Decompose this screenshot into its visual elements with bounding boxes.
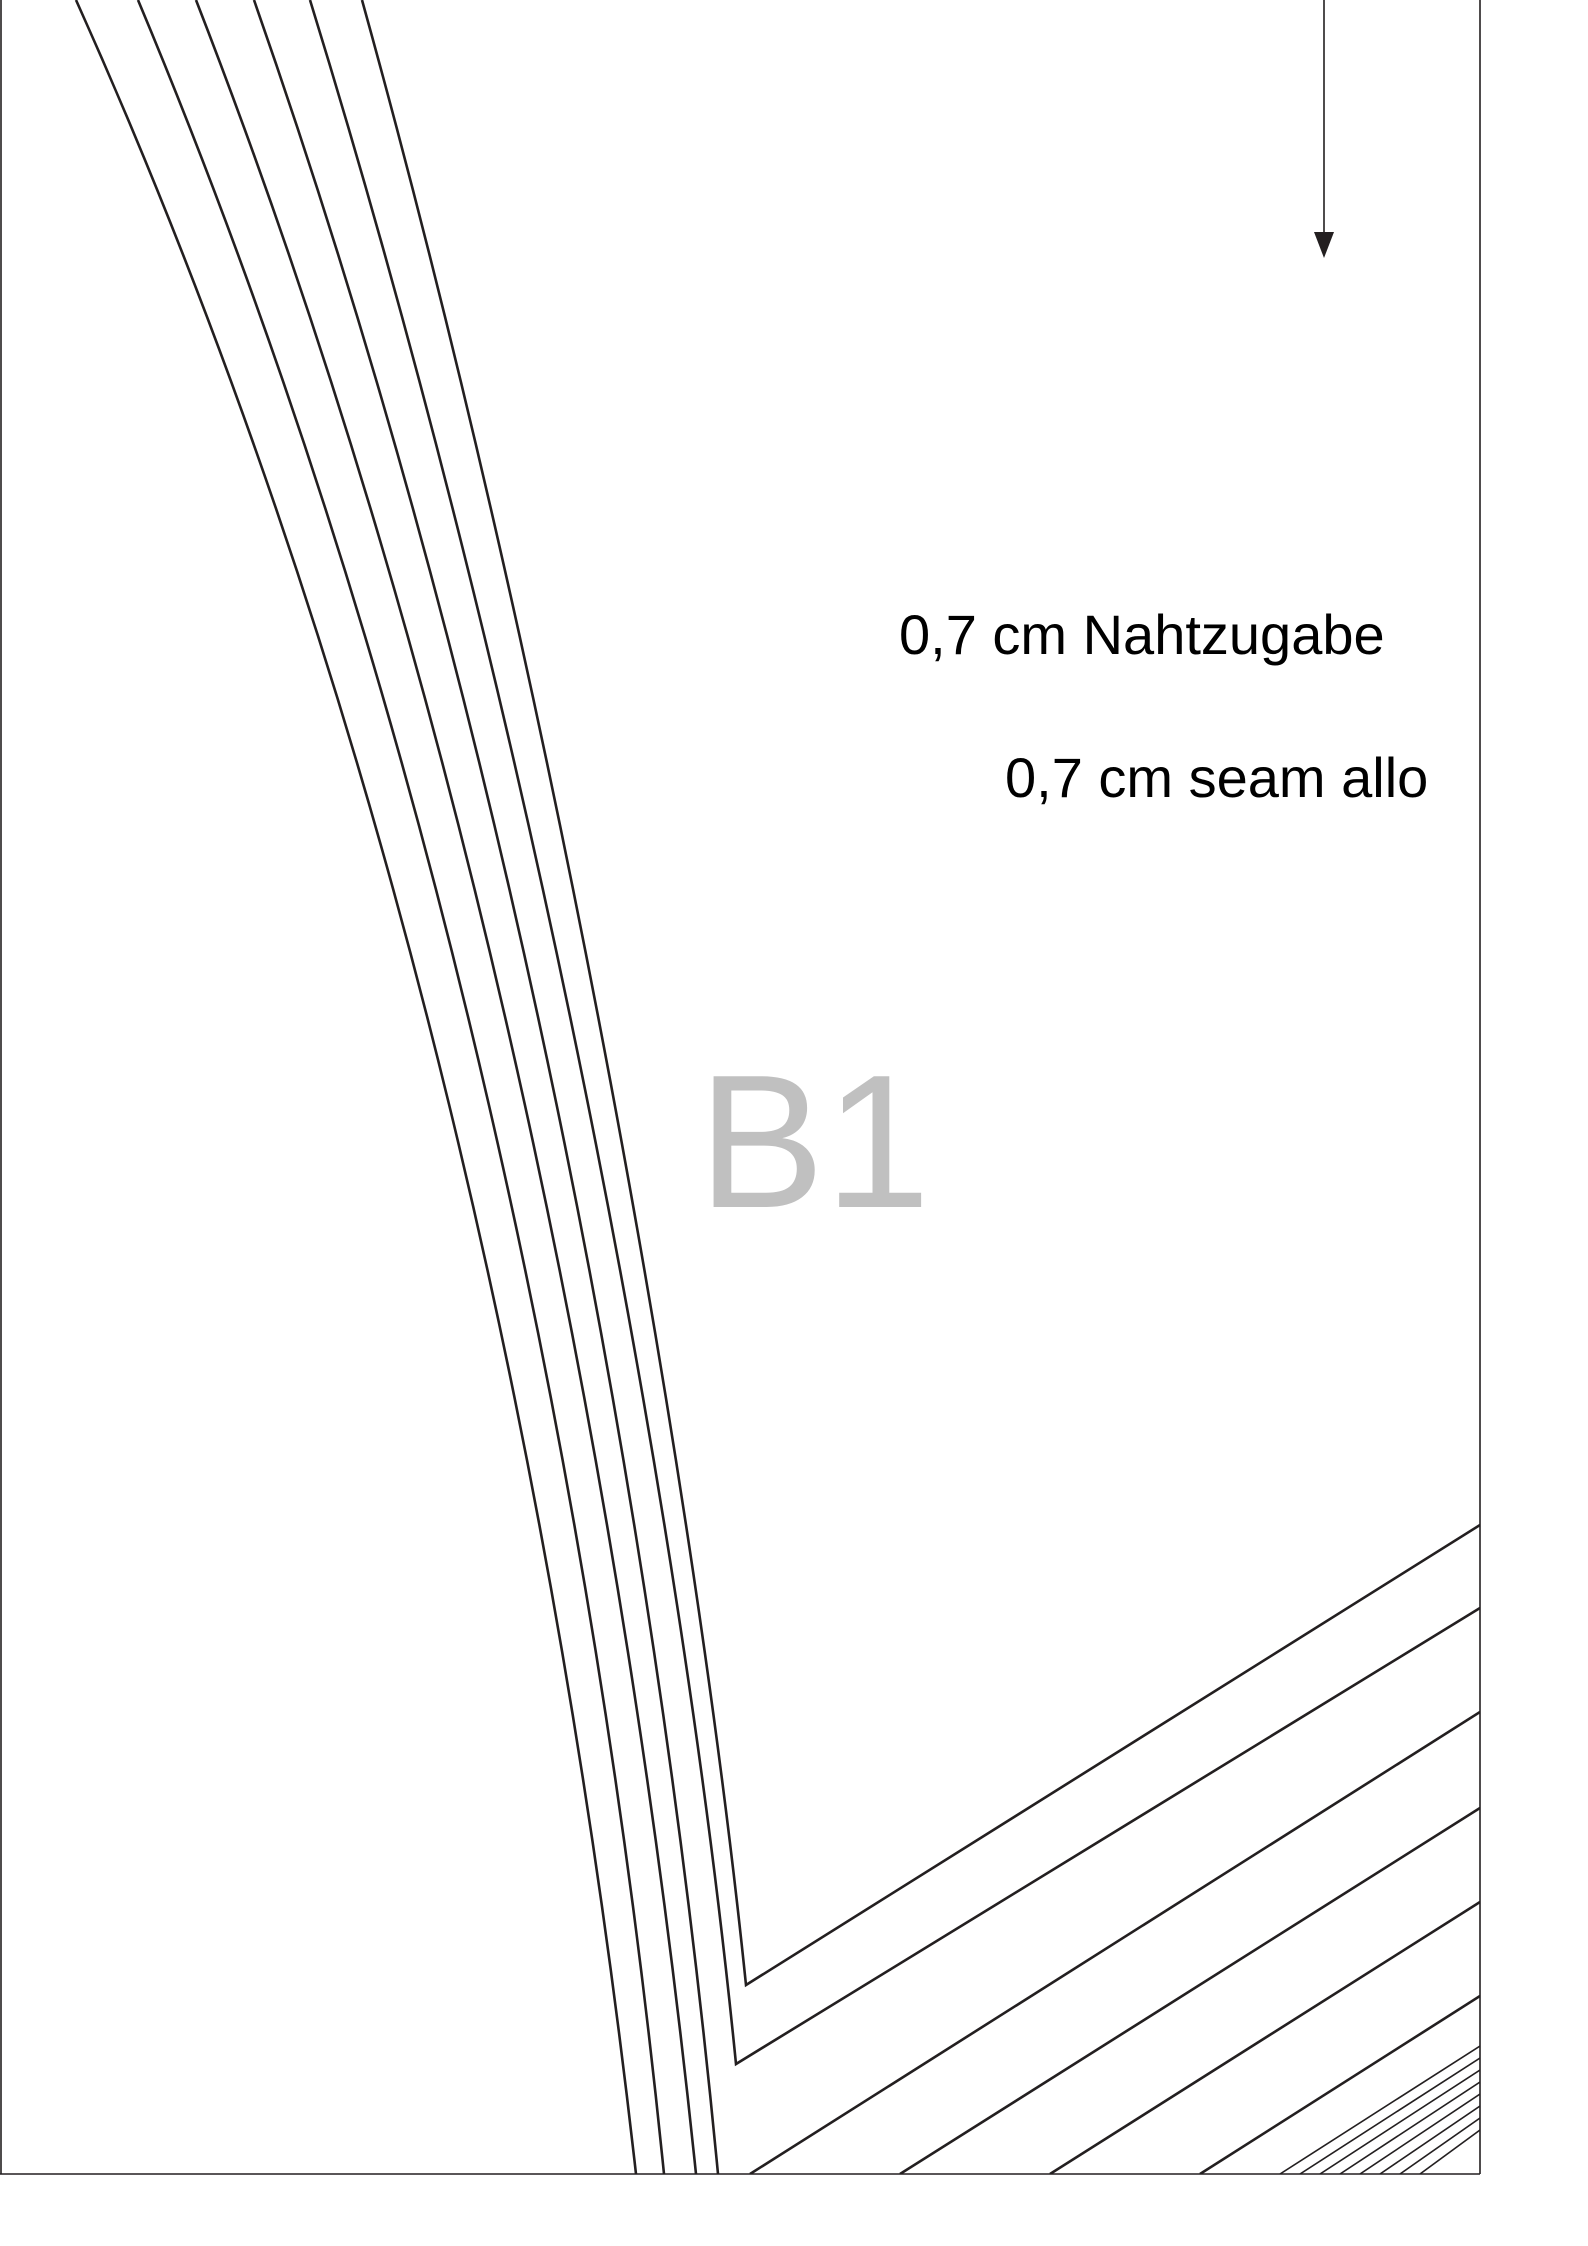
page-frame xyxy=(0,0,1481,2175)
diagonal-line-4 xyxy=(1199,1994,1480,2174)
corner-hatch-lines xyxy=(1279,2045,1480,2174)
arrow-down-icon xyxy=(1314,0,1334,258)
diagonal-line-1 xyxy=(749,1710,1480,2174)
curve-line-1 xyxy=(74,0,638,2174)
curve-line-3 xyxy=(194,0,698,2174)
curved-pattern-lines xyxy=(74,0,1480,2174)
piece-id-label: B1 xyxy=(698,1036,930,1248)
seam-allowance-en: 0,7 cm seam allo xyxy=(1005,746,1428,809)
diagonal-line-2 xyxy=(899,1806,1480,2174)
curve-line-2 xyxy=(136,0,666,2174)
curve-line-5 xyxy=(308,0,1480,2067)
curve-line-4 xyxy=(252,0,720,2174)
diagonal-line-3 xyxy=(1049,1900,1480,2174)
seam-allowance-de: 0,7 cm Nahtzugabe xyxy=(899,603,1385,666)
diagonal-pattern-lines xyxy=(749,1710,1480,2174)
curve-line-6 xyxy=(360,0,1480,1988)
